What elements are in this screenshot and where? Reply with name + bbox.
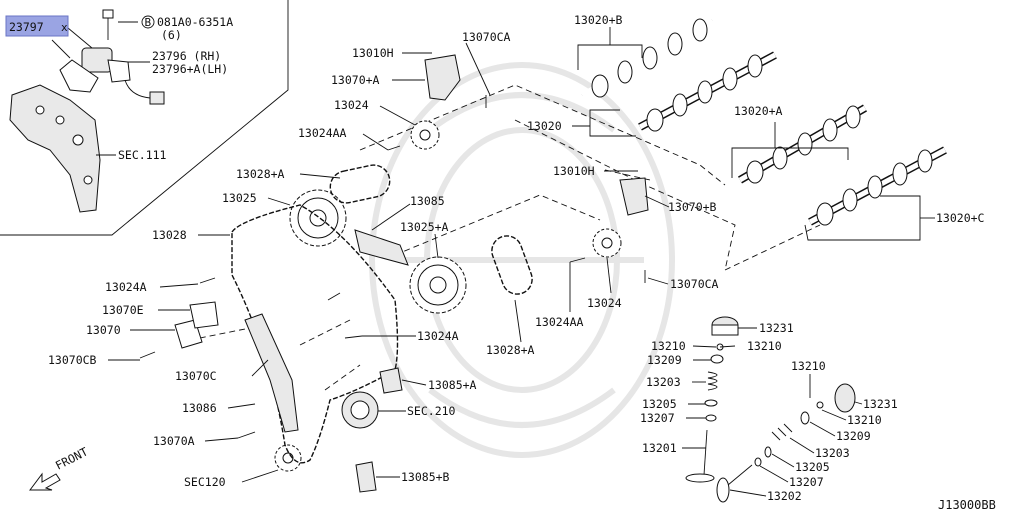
camshaft-13020 <box>638 51 777 132</box>
tensioner-13070-b <box>619 177 649 216</box>
camshaft-13020-a <box>738 104 867 184</box>
label-13020-b: 13020+B <box>574 13 623 27</box>
label-13210-left-1: 13210 <box>651 339 686 353</box>
diagram-reference-code: J13000BB <box>938 498 996 511</box>
label-13025: 13025 <box>222 191 257 205</box>
water-pump-sec210 <box>341 391 379 429</box>
label-bolt-qty: (6) <box>161 28 182 42</box>
label-13070: 13070 <box>86 323 121 337</box>
tensioner-13070-a <box>424 54 461 101</box>
label-13070cb: 13070CB <box>48 353 97 367</box>
camshaft-13020-c <box>808 146 947 226</box>
label-13070e: 13070E <box>102 303 144 317</box>
label-13028-a-mid: 13028+A <box>486 343 535 357</box>
bolt-icons <box>139 95 646 439</box>
label-13203-left: 13203 <box>646 375 681 389</box>
crank-sprocket <box>274 444 302 472</box>
label-23797: 23797 <box>9 20 44 34</box>
front-arrow-icon <box>29 472 61 491</box>
timing-chain-13028 <box>231 204 399 464</box>
label-13209-left: 13209 <box>647 353 682 367</box>
label-13024-mid: 13024 <box>587 296 622 310</box>
chain-13028-a-top <box>329 164 391 204</box>
label-13203-right: 13203 <box>815 446 850 460</box>
label-sec210: SEC.210 <box>407 404 456 418</box>
label-sensor-rh: 23796 (RH) <box>152 49 221 63</box>
label-13070ca-bottom: 13070CA <box>670 277 719 291</box>
chain-13028-a-mid <box>491 235 533 295</box>
label-13231-left: 13231 <box>759 321 794 335</box>
inset-bracket <box>59 59 99 93</box>
leader-lines <box>108 42 863 497</box>
inset-bolt <box>102 9 114 40</box>
label-13024a-left: 13024A <box>105 280 147 294</box>
label-13085: 13085 <box>410 194 445 208</box>
guide-13085-b <box>355 461 377 493</box>
label-13024aa-mid: 13024AA <box>535 315 584 329</box>
leader-x: x <box>61 21 68 34</box>
inset-cover-drawing <box>9 84 101 213</box>
highlighted-part-box <box>5 15 69 37</box>
label-13070-a: 13070+A <box>331 73 380 87</box>
label-13070ca-top: 13070CA <box>462 30 511 44</box>
label-13070a: 13070A <box>153 434 195 448</box>
guide-13085-a <box>379 367 403 394</box>
label-13020-c: 13020+C <box>936 211 985 225</box>
label-13086: 13086 <box>182 401 217 415</box>
label-13210-left-2: 13210 <box>747 339 782 353</box>
label-13202: 13202 <box>767 489 802 503</box>
bolt-marker-label: B <box>145 16 152 29</box>
sprocket-13025 <box>289 189 347 247</box>
chain-guide-13085 <box>354 229 409 266</box>
label-13024-top: 13024 <box>334 98 369 112</box>
label-sec111: SEC.111 <box>118 148 167 162</box>
label-13070-b: 13070+B <box>668 200 717 214</box>
label-13210-right-top: 13210 <box>791 359 826 373</box>
label-13205-right: 13205 <box>795 460 830 474</box>
label-13020-a: 13020+A <box>734 104 783 118</box>
sprocket-13024-mid <box>592 228 622 258</box>
label-13085-a: 13085+A <box>428 378 477 392</box>
watermark-emblem <box>369 62 675 458</box>
label-13207-right: 13207 <box>789 475 824 489</box>
label-13231-right: 13231 <box>863 397 898 411</box>
inset-frame <box>0 0 289 236</box>
label-13210-right: 13210 <box>847 413 882 427</box>
label-sec120: SEC120 <box>184 475 226 489</box>
sprocket-13024-top <box>410 120 440 150</box>
label-13010h-top: 13010H <box>352 46 394 60</box>
label-13024aa-top: 13024AA <box>298 126 347 140</box>
label-front: FRONT <box>53 444 90 472</box>
label-13085-b: 13085+B <box>401 470 450 484</box>
label-13028-a-top: 13028+A <box>236 167 285 181</box>
dashed-reference-lines <box>189 84 821 391</box>
label-13024a-mid: 13024A <box>417 329 459 343</box>
label-13209-right: 13209 <box>836 429 871 443</box>
tensioner-13070e <box>189 301 219 329</box>
label-13201: 13201 <box>642 441 677 455</box>
label-13205-left: 13205 <box>642 397 677 411</box>
label-13020: 13020 <box>527 119 562 133</box>
inset-cam-sensor <box>81 47 165 105</box>
label-bolt-ref: 081A0-6351A <box>157 15 233 29</box>
label-13070c: 13070C <box>175 369 217 383</box>
valve-stack-left <box>685 316 739 483</box>
label-13207-left: 13207 <box>640 411 675 425</box>
camshaft-13020-b <box>580 17 714 98</box>
label-13025-a: 13025+A <box>400 220 449 234</box>
bolt-circle-icon <box>141 15 155 29</box>
label-13010h-mid: 13010H <box>553 164 595 178</box>
valve-stack-right <box>716 383 856 503</box>
label-sensor-lh: 23796+A(LH) <box>152 62 228 76</box>
sprocket-13025-a <box>409 256 467 314</box>
label-13028: 13028 <box>152 228 187 242</box>
chain-guide-13086 <box>244 313 299 433</box>
